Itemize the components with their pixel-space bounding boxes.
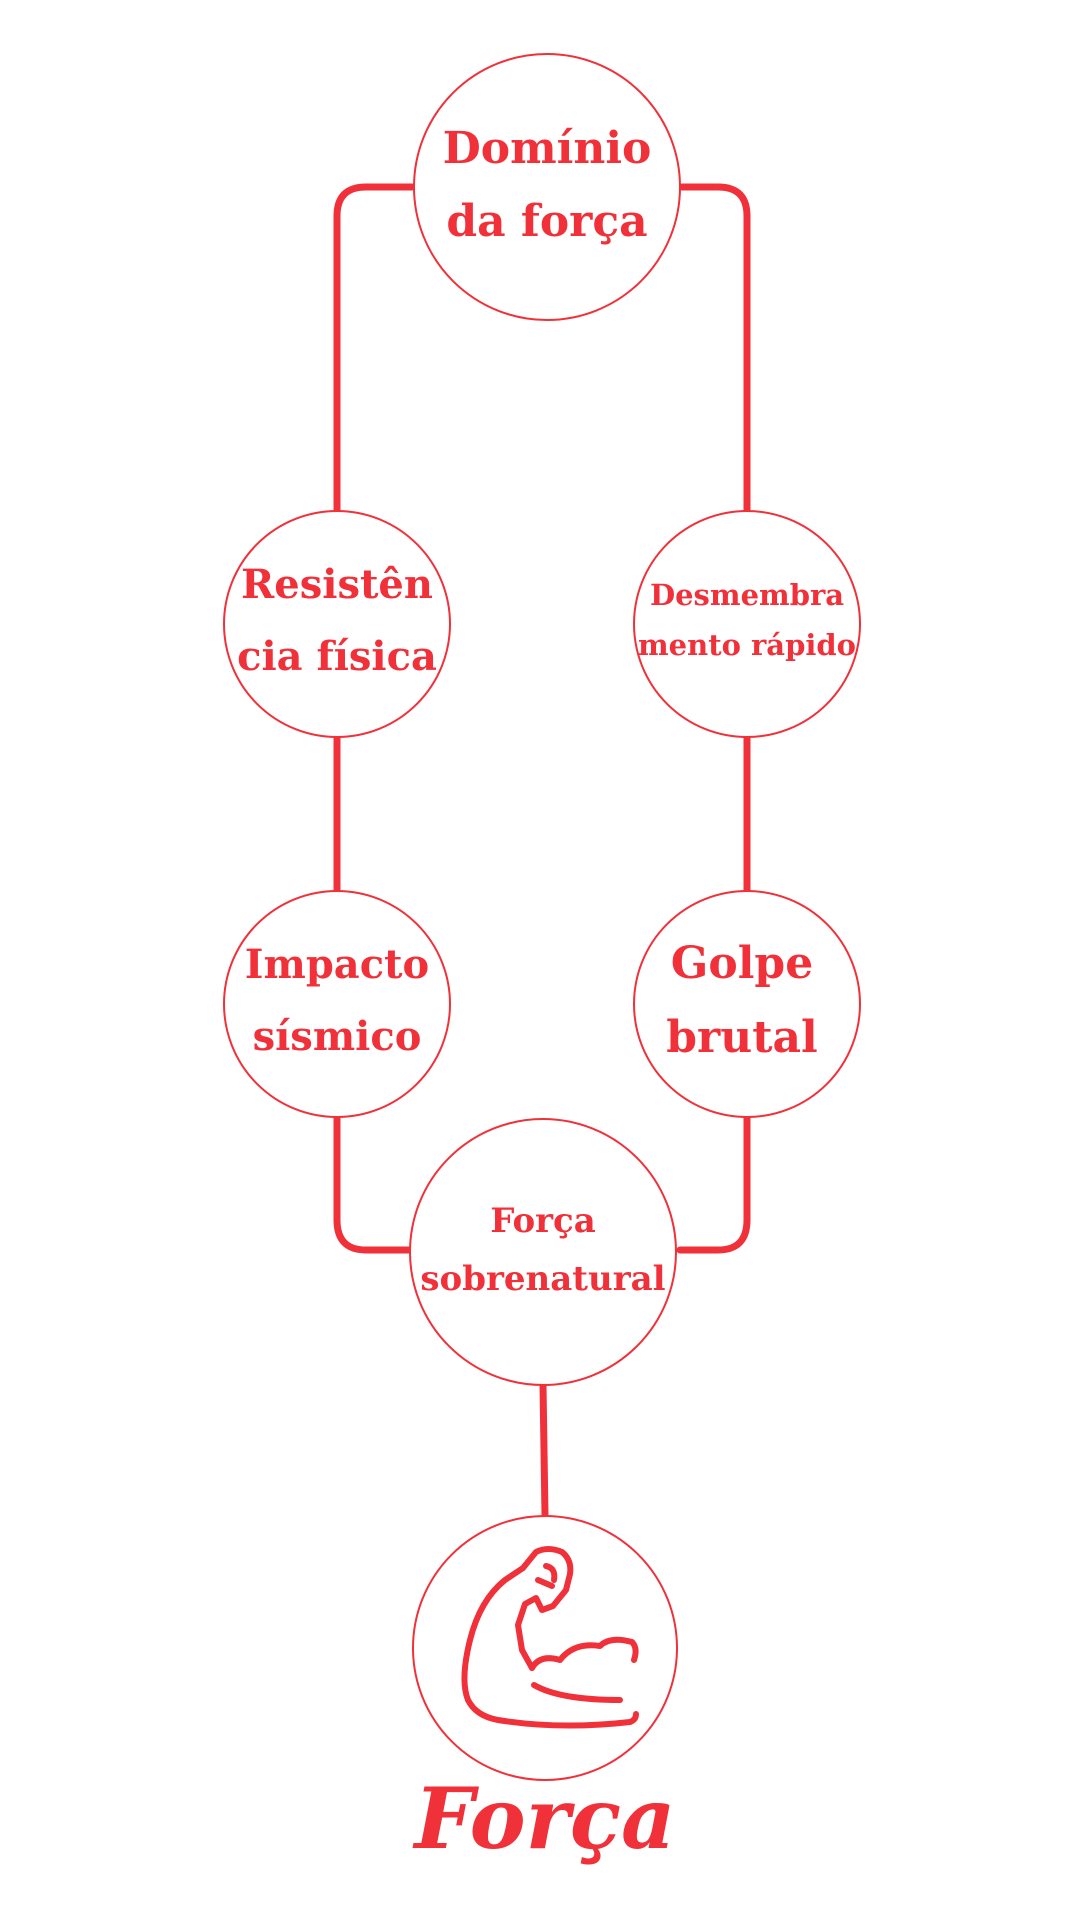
- node-circle: [633, 890, 861, 1118]
- connector-top-to-right-branch: [678, 183, 751, 514]
- node-impacto-sismico[interactable]: Impacto sísmico: [223, 890, 451, 1118]
- node-label-line-2: sísmico: [253, 1013, 422, 1060]
- connector-top-to-left-branch: [333, 183, 416, 514]
- connector-bottom-to-root: [539, 1381, 549, 1519]
- node-label-line-1: Desmembra: [650, 578, 844, 612]
- connector-left-lower-to-bottom: [333, 1114, 414, 1254]
- flexed-arm-icon: [461, 1546, 639, 1729]
- connectors: [333, 183, 751, 1519]
- connector-right-lower-to-bottom: [676, 1114, 751, 1254]
- node-circle: [409, 1118, 677, 1386]
- node-dominio-da-forca[interactable]: Domínio da força: [413, 53, 681, 321]
- node-label-line-2: cia física: [237, 633, 437, 680]
- node-circle: [223, 510, 451, 738]
- node-golpe-brutal[interactable]: Golpe brutal: [633, 890, 861, 1118]
- node-label-line-1: Resistên: [241, 561, 433, 608]
- node-label-line-1: Domínio: [443, 123, 652, 174]
- node-forca-sobrenatural[interactable]: Força sobrenatural: [409, 1118, 677, 1386]
- node-label-line-1: Golpe: [671, 938, 813, 989]
- root-node-forca[interactable]: [412, 1515, 678, 1781]
- node-circle: [413, 53, 681, 321]
- node-label-line-1: Força: [490, 1201, 596, 1241]
- node-desmembramento-rapido[interactable]: Desmembra mento rápido: [633, 510, 861, 738]
- node-circle: [223, 890, 451, 1118]
- node-label-line-2: mento rápido: [638, 628, 856, 662]
- node-label-line-2: da força: [446, 196, 647, 247]
- node-label-line-2: brutal: [666, 1012, 818, 1063]
- node-circle: [633, 510, 861, 738]
- node-label-line-1: Impacto: [245, 941, 429, 988]
- node-label-line-2: sobrenatural: [420, 1259, 665, 1299]
- node-resistencia-fisica[interactable]: Resistên cia física: [223, 510, 451, 738]
- page-title: Força: [413, 1769, 676, 1868]
